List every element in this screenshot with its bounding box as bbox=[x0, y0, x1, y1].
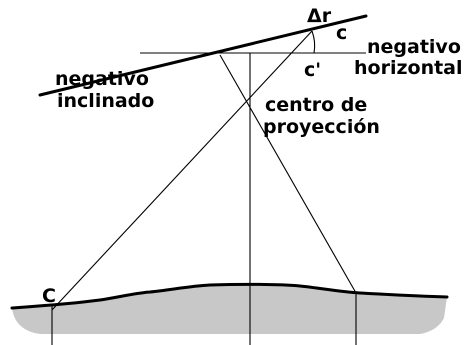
centro-line1: centro de bbox=[265, 94, 367, 116]
ray-from-C bbox=[51, 30, 313, 311]
centro-line2: proyección bbox=[263, 116, 380, 138]
terrain-area bbox=[12, 284, 447, 334]
delta-r-label: Δr bbox=[307, 5, 332, 27]
negativo-horizontal-line1: negativo bbox=[367, 36, 461, 58]
c-prime-label: c' bbox=[304, 59, 321, 81]
terrain-profile-line bbox=[10, 282, 449, 310]
c-label: c bbox=[336, 22, 347, 44]
negativo-inclinado-line1: negativo bbox=[55, 68, 149, 90]
delta-r-arc bbox=[311, 30, 316, 54]
negativo-inclinado-line2: inclinado bbox=[57, 90, 154, 112]
ray-right bbox=[219, 54, 357, 294]
ground-point-C-label: C bbox=[42, 285, 56, 307]
negativo-horizontal-line2: horizontal bbox=[354, 57, 463, 79]
tilted-negative-line bbox=[38, 14, 368, 97]
